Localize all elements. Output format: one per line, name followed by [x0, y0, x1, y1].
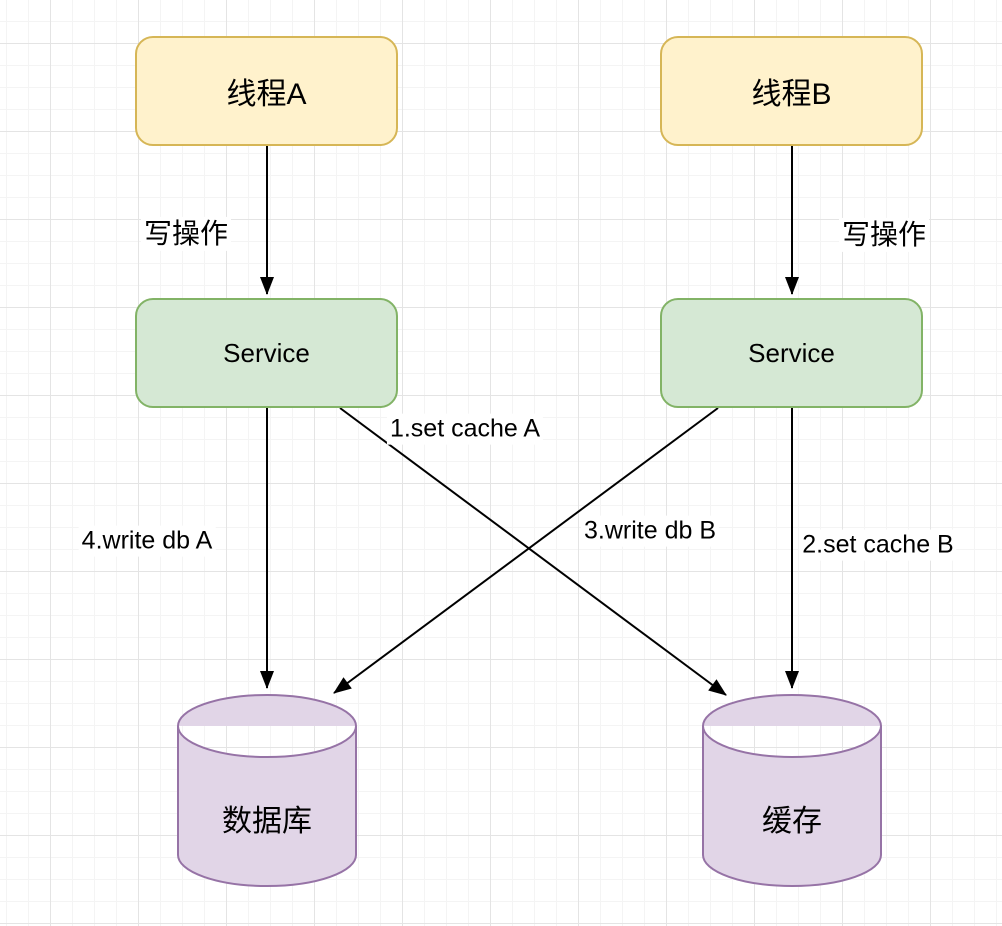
arrow-service-a-to-cache [339, 407, 727, 696]
edge-label-write-db-a: 4.write db A [78, 525, 216, 557]
cache-cylinder [702, 694, 882, 887]
edge-label-set-cache-b: 2.set cache B [799, 529, 957, 561]
edge-label-set-cache-a: 1.set cache A [386, 413, 544, 445]
service-b-node: Service [660, 298, 923, 408]
cache-label: 缓存 [762, 805, 822, 838]
thread-b-node: 线程B [660, 36, 923, 146]
service-a-node: Service [135, 298, 398, 408]
database-label: 数据库 [222, 805, 312, 838]
service-b-label: Service [748, 337, 835, 368]
service-a-label: Service [223, 337, 310, 368]
edge-label-write-op-a: 写操作 [140, 216, 232, 252]
edge-label-write-db-b: 3.write db B [580, 515, 720, 547]
arrow-service-b-to-database [333, 407, 719, 694]
thread-a-label: 线程A [226, 78, 307, 111]
thread-a-node: 线程A [135, 36, 398, 146]
edge-label-write-op-b: 写操作 [838, 217, 930, 253]
database-cylinder [177, 694, 357, 887]
thread-b-label: 线程B [751, 78, 832, 111]
